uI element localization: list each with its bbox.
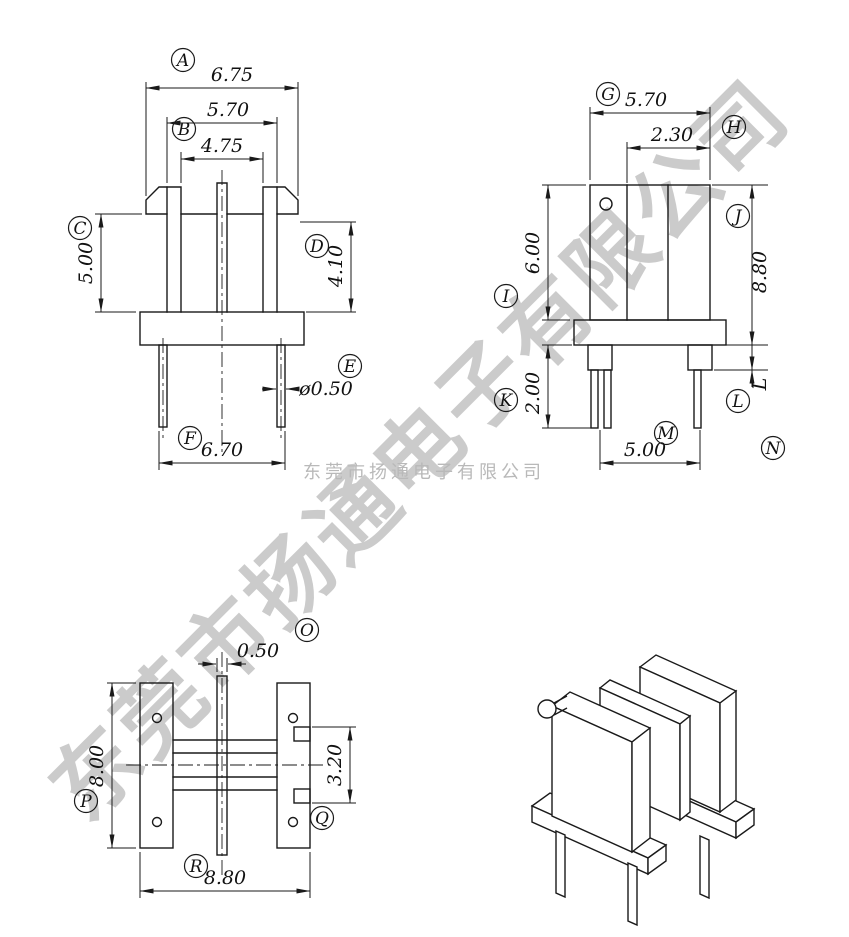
side-view-dimensions: 5.70 G 2.30 H 6.00 I	[493, 81, 786, 470]
label-i: I	[493, 283, 519, 309]
label-d: D	[304, 233, 330, 259]
dim-k-value: 2.00	[522, 372, 544, 415]
label-h: H	[721, 114, 747, 140]
watermark-horizontal: 东莞市扬通电子有限公司	[303, 462, 545, 483]
dim-l-value: L	[749, 378, 771, 392]
dim-m-value: 5.00	[624, 439, 666, 461]
label-f: F	[177, 425, 203, 451]
svg-text:R: R	[189, 857, 203, 877]
svg-text:B: B	[177, 120, 191, 140]
dim-h-value: 2.30	[650, 124, 693, 146]
label-j: J	[725, 203, 751, 229]
dim-j-value: 8.80	[749, 251, 771, 293]
dim-e-value: ø0.50	[298, 378, 353, 400]
isometric-view	[530, 654, 756, 927]
label-p: P	[73, 788, 99, 814]
label-l: L	[725, 388, 751, 414]
svg-text:L: L	[731, 392, 743, 412]
side-view-outline	[573, 184, 727, 429]
label-q: Q	[309, 805, 335, 831]
top-view-centerlines	[126, 652, 324, 878]
top-view: 0.50 O 8.00 P 3.20 Q	[73, 617, 356, 898]
dim-g-value: 5.70	[625, 89, 667, 111]
watermark-horizontal-text: 东莞市扬通电子有限公司	[303, 462, 545, 483]
label-k: K	[493, 387, 519, 413]
dim-a-value: 6.75	[211, 64, 253, 86]
svg-text:J: J	[732, 207, 743, 227]
label-n: N	[760, 435, 786, 461]
svg-text:P: P	[79, 792, 92, 812]
svg-text:I: I	[502, 287, 510, 307]
svg-text:M: M	[656, 424, 675, 444]
svg-text:N: N	[765, 439, 782, 459]
svg-text:K: K	[499, 391, 514, 411]
dim-p-value: 8.00	[86, 745, 108, 787]
side-view: 5.70 G 2.30 H 6.00 I	[493, 81, 786, 470]
dim-r-value: 8.80	[204, 867, 246, 889]
dim-i-value: 6.00	[522, 232, 544, 274]
dim-f-value: 6.70	[201, 439, 243, 461]
dim-inner-value: 4.75	[200, 135, 243, 157]
dim-q-value: 3.20	[324, 744, 346, 786]
label-c: C	[67, 215, 93, 241]
svg-text:H: H	[726, 118, 743, 138]
isometric-bobbin	[530, 654, 756, 927]
svg-text:E: E	[343, 357, 357, 377]
label-a: A	[170, 47, 196, 73]
label-g: G	[595, 81, 621, 107]
label-o: O	[294, 617, 320, 643]
svg-text:O: O	[300, 621, 314, 641]
front-view: 6.75 A 5.70 B 4.75 5.00	[67, 47, 363, 470]
front-view-centerlines	[162, 170, 282, 452]
label-r: R	[183, 853, 209, 879]
dim-d-value: 4.10	[325, 245, 347, 288]
svg-text:A: A	[175, 51, 189, 71]
svg-text:G: G	[601, 85, 615, 105]
svg-text:D: D	[309, 237, 324, 257]
dim-c-value: 5.00	[75, 242, 97, 284]
dim-b-value: 5.70	[207, 99, 249, 121]
label-e: E	[337, 353, 363, 379]
label-b: B	[171, 116, 197, 142]
svg-text:C: C	[73, 219, 86, 239]
dim-o-value: 0.50	[237, 640, 279, 662]
front-view-dimensions: 6.75 A 5.70 B 4.75 5.00	[67, 47, 363, 470]
top-view-dimensions: 0.50 O 8.00 P 3.20 Q	[73, 617, 356, 898]
svg-text:F: F	[183, 429, 197, 449]
svg-text:Q: Q	[315, 809, 329, 829]
label-m: M	[653, 420, 679, 446]
